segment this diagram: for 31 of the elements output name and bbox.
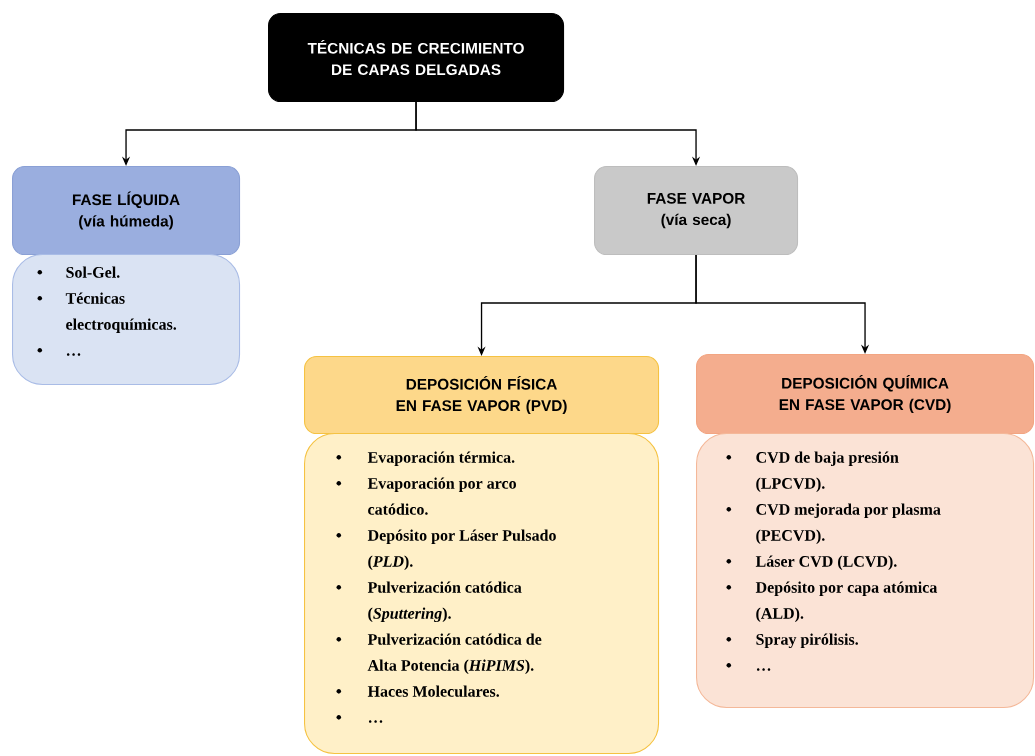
list-box (12, 254, 241, 386)
list-box (696, 433, 1035, 709)
category-box (12, 166, 241, 256)
list-item: Haces Moleculares. (367, 685, 499, 697)
list-item: Evaporación térmica. (367, 451, 515, 467)
list-item: Depósito por capa atómica (ALD). (755, 581, 938, 623)
category-box (594, 166, 799, 256)
list-item: Evaporación por arco catódico. (367, 477, 516, 515)
list-item: Técnicas electroquímicas. (65, 292, 177, 334)
list-item: Láser CVD (LCVD). (755, 555, 897, 571)
list-item: Pulverización catódica de Alta Potencia (HiPIMS). (367, 633, 542, 675)
heading: (vía seca) (661, 213, 731, 229)
list-item: Sol-Gel. (66, 266, 120, 278)
heading: FASE LÍQUIDA (72, 191, 180, 209)
heading: FASE VAPOR (647, 192, 745, 204)
list-item: … (368, 720, 383, 723)
list-item: Spray pirólisis. (756, 633, 858, 649)
heading: (vía húmeda) (79, 215, 173, 230)
list-item: CVD de baja presión (LPCVD). (756, 451, 899, 493)
title-box (268, 13, 565, 103)
heading: DEPOSICIÓN QUÍMICA EN FASE VAPOR (CVD) (779, 374, 951, 414)
category-box (696, 354, 1035, 435)
heading: DEPOSICIÓN FÍSICA EN FASE VAPOR (PVD) (396, 375, 567, 415)
heading: TÉCNICAS DE CRECIMIENTO DE CAPAS DELGADAS (307, 40, 524, 76)
list-item: CVD mejorada por plasma (PECVD). (756, 503, 941, 545)
list-item: … (756, 668, 771, 671)
list-item: Pulverización catódica (Sputtering). (367, 581, 522, 623)
list-item: Depósito por Láser Pulsado (PLD). (367, 529, 556, 571)
category-box (304, 356, 660, 435)
list-item: … (66, 353, 81, 356)
list-box (304, 433, 660, 755)
